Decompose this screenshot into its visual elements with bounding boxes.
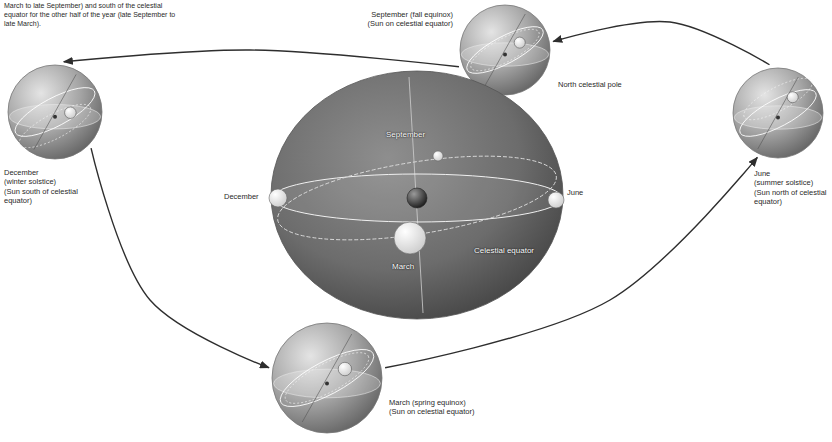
observer-dot bbox=[503, 53, 507, 57]
earth-globe bbox=[407, 188, 427, 208]
season-label: (Sun south of celestial equator) bbox=[4, 187, 80, 206]
position-label: June bbox=[567, 188, 583, 197]
sun-disc bbox=[787, 92, 798, 103]
season-label: (Sun on celestial equator) bbox=[389, 407, 519, 416]
label-block: December(winter solstice)(Sun south of c… bbox=[4, 168, 80, 206]
cycle-arrow bbox=[553, 21, 769, 64]
cycle-arrow bbox=[91, 148, 269, 368]
sun-disc bbox=[65, 107, 77, 119]
horizon-plane bbox=[461, 43, 548, 66]
sky-sphere-figure bbox=[7, 64, 103, 160]
season-sphere-node: December(winter solstice)(Sun south of c… bbox=[7, 64, 103, 160]
ecliptic-line bbox=[272, 140, 562, 255]
sky-sphere-body bbox=[733, 68, 823, 158]
sky-sphere-figure bbox=[271, 322, 383, 434]
season-label: September (fall equinox) bbox=[307, 10, 453, 19]
observer-dot bbox=[776, 116, 780, 120]
pole-axis bbox=[485, 14, 526, 86]
position-label: Celestial equator bbox=[474, 246, 534, 256]
horizon-plane bbox=[9, 104, 100, 128]
caption-text: March to late September) and south of th… bbox=[4, 2, 186, 28]
sun-position bbox=[548, 192, 564, 208]
label-block: September (fall equinox)(Sun on celestia… bbox=[307, 10, 453, 29]
season-label: December bbox=[4, 168, 80, 177]
pole-axis bbox=[758, 77, 799, 149]
sun-position bbox=[269, 189, 287, 207]
position-label: March bbox=[392, 262, 414, 272]
season-label: (Sun north of celestial equator) bbox=[754, 188, 828, 207]
sun-path bbox=[14, 96, 96, 155]
observer-dot bbox=[53, 115, 57, 119]
sky-sphere-body bbox=[8, 65, 102, 159]
label-block: March (spring equinox)(Sun on celestial … bbox=[389, 398, 519, 417]
pole-axis bbox=[302, 334, 352, 422]
pole-label: North celestial pole bbox=[558, 80, 622, 89]
cycle-arrow bbox=[64, 50, 459, 67]
horizon-plane bbox=[274, 369, 381, 398]
season-label: June bbox=[754, 169, 828, 178]
position-label: December bbox=[224, 192, 259, 201]
sun-position bbox=[433, 151, 443, 161]
celestial-sphere-node: SeptemberDecemberJuneMarchCelestial equa… bbox=[270, 70, 564, 320]
sun-position bbox=[394, 222, 426, 254]
pole-axis bbox=[34, 74, 76, 149]
position-label: September bbox=[386, 130, 425, 140]
sun-disc bbox=[338, 362, 351, 375]
sun-path bbox=[739, 71, 818, 128]
sun-disc bbox=[514, 37, 525, 48]
season-label: March (spring equinox) bbox=[389, 398, 519, 407]
season-sphere-node: June(summer solstice)(Sun north of celes… bbox=[732, 67, 824, 159]
season-label: (Sun on celestial equator) bbox=[307, 19, 453, 28]
celestial-sphere-figure bbox=[270, 70, 564, 320]
celestial-equator-line bbox=[272, 174, 562, 222]
horizon-plane bbox=[734, 106, 821, 129]
celestial-sphere-body bbox=[271, 71, 563, 319]
season-label: (winter solstice) bbox=[4, 177, 80, 186]
observer-dot bbox=[325, 382, 329, 386]
season-label: (summer solstice) bbox=[754, 178, 828, 187]
season-sphere-node: March (spring equinox)(Sun on celestial … bbox=[271, 322, 383, 434]
label-block: June(summer solstice)(Sun north of celes… bbox=[754, 169, 828, 207]
sky-sphere-figure bbox=[732, 67, 824, 159]
sky-sphere-body bbox=[272, 323, 382, 433]
